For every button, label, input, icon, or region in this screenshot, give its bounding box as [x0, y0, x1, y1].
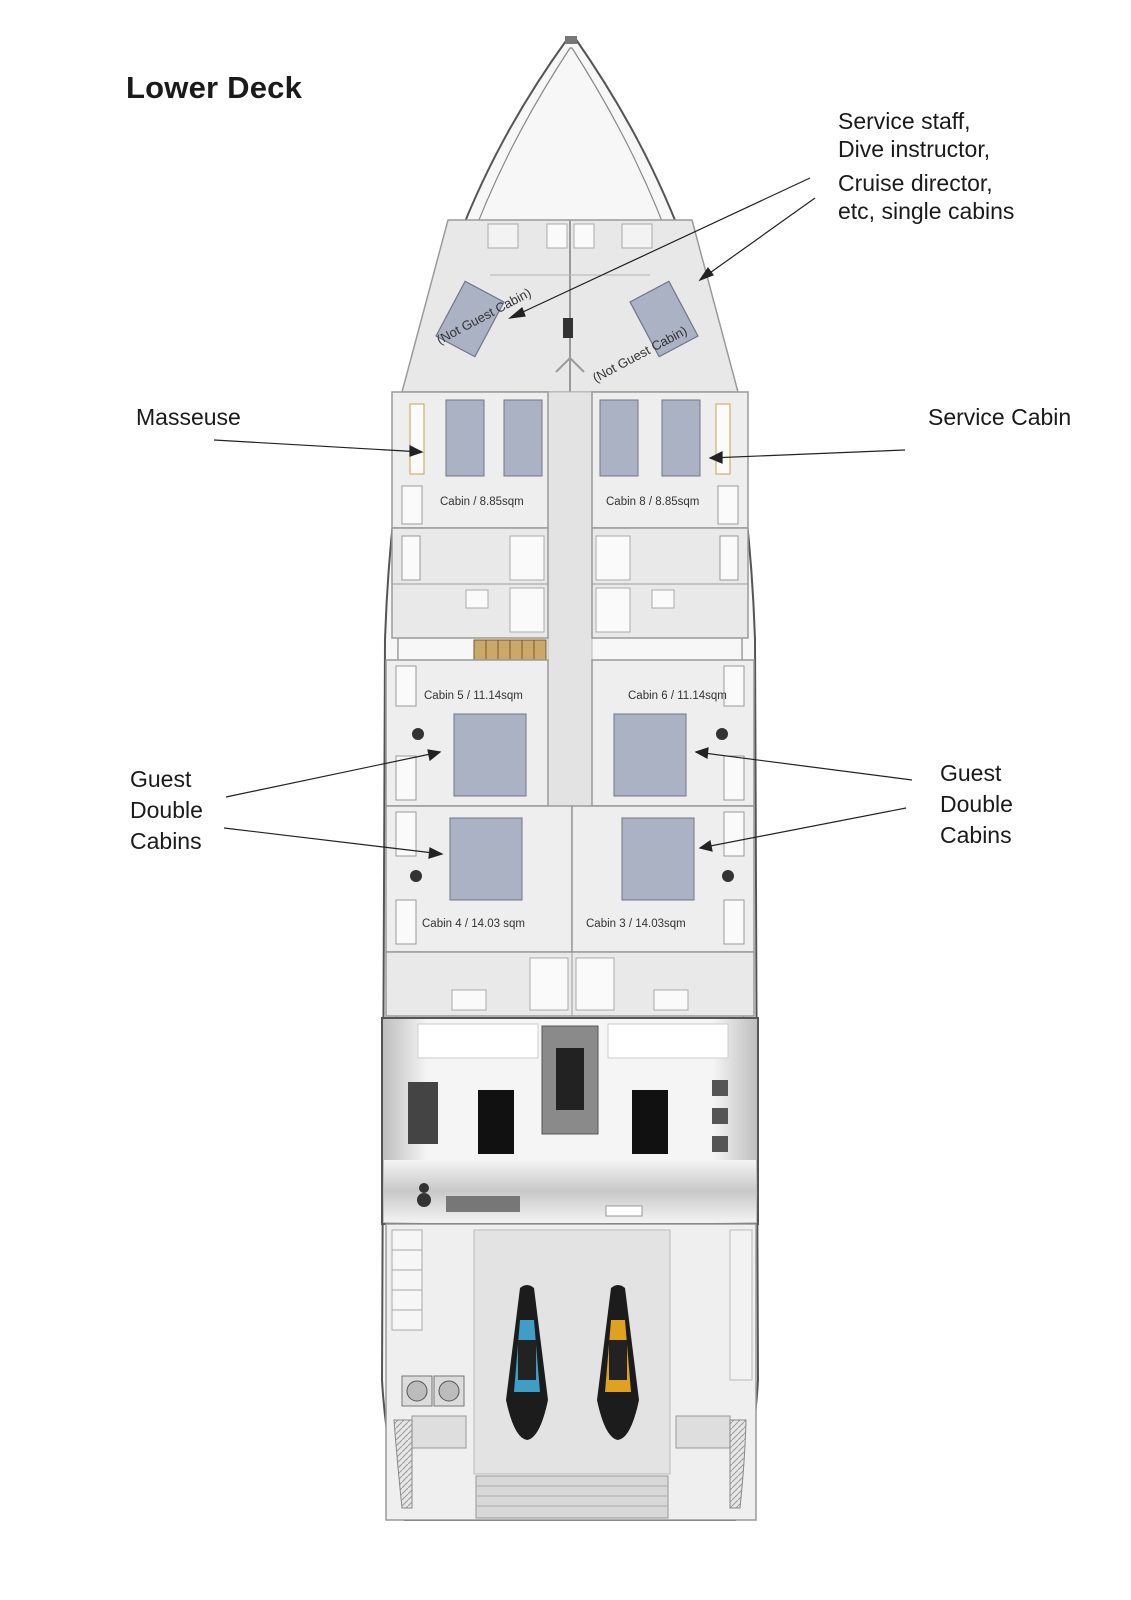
arrow-staff-2 — [699, 197, 816, 281]
guest-left-line-1: Guest — [130, 766, 192, 792]
cabin-3-label: Cabin 3 / 14.03sqm — [586, 918, 686, 930]
tender-garage — [385, 1223, 757, 1521]
guest-left-line-3: Cabins — [130, 828, 202, 854]
heads-row-2 — [385, 951, 755, 1017]
staff-annotation: Service staff, Dive instructor, Cruise d… — [838, 107, 1014, 225]
bow-staff-cabins — [401, 219, 739, 393]
staff-line-1: Service staff, — [838, 108, 971, 134]
staff-line-4: etc, single cabins — [838, 198, 1015, 224]
heads-row-1 — [391, 527, 749, 639]
arrow-masseuse — [213, 439, 423, 453]
arrow-service-cabin — [709, 449, 906, 459]
guest-cabins-annotation-left: Guest Double Cabins — [130, 764, 203, 857]
cabin-8-label: Cabin 8 / 8.85sqm — [606, 496, 700, 508]
guest-left-line-2: Double — [130, 797, 203, 823]
staff-line-3: Cruise director, — [838, 170, 993, 196]
staff-line-2: Dive instructor, — [838, 136, 991, 162]
cabin-6-label: Cabin 6 / 11.14sqm — [628, 690, 727, 702]
guest-right-line-1: Guest — [940, 760, 1002, 786]
arrow-guest-l1 — [225, 751, 441, 798]
annotation-arrows — [213, 177, 913, 859]
engine-room — [381, 1017, 759, 1225]
cabins-4-3 — [385, 805, 755, 953]
cabin-4-label: Cabin 4 / 14.03 sqm — [422, 918, 525, 930]
arrow-guest-r2 — [699, 807, 907, 849]
masseuse-annotation: Masseuse — [136, 404, 241, 430]
cabin-7-label: Cabin / 8.85sqm — [440, 496, 524, 508]
guest-right-line-3: Cabins — [940, 822, 1012, 848]
arrow-guest-l2 — [223, 827, 443, 855]
cabins-5-6 — [385, 659, 755, 807]
service-cabin-annotation: Service Cabin — [928, 404, 1072, 430]
guest-cabins-annotation-right: Guest Double Cabins — [940, 758, 1013, 851]
page-title: Lower Deck — [126, 70, 303, 105]
arrow-guest-r1 — [695, 751, 913, 781]
guest-right-line-2: Double — [940, 791, 1013, 817]
arrow-staff-1 — [509, 177, 811, 319]
cabin-5-label: Cabin 5 / 11.14sqm — [424, 690, 523, 702]
